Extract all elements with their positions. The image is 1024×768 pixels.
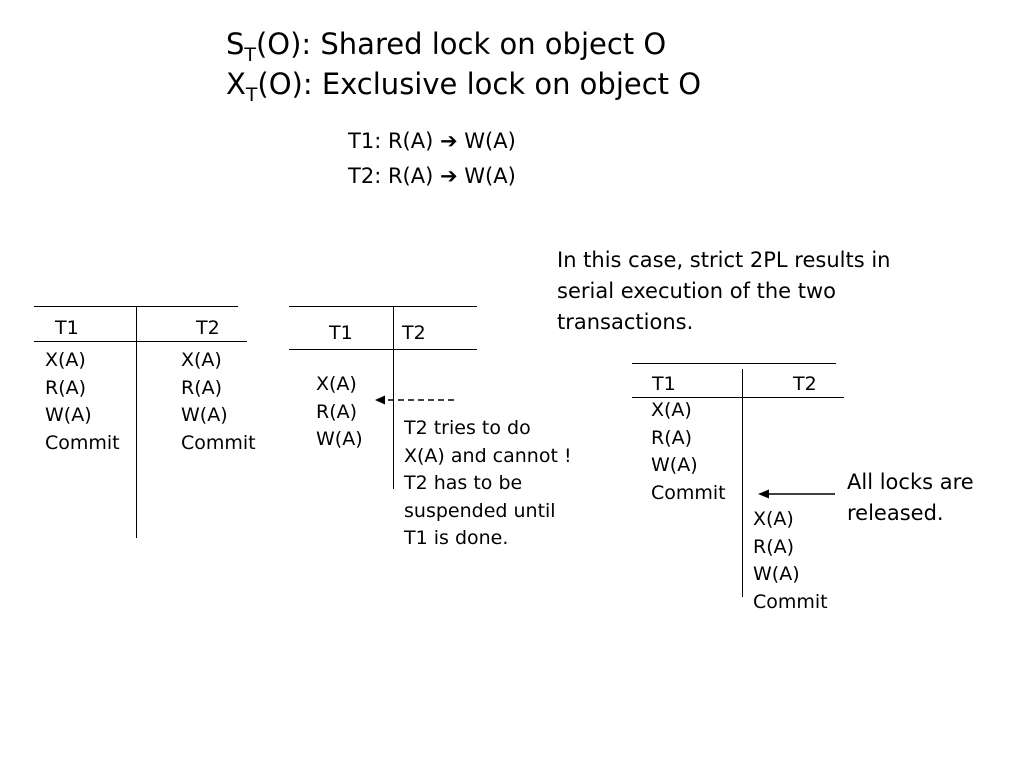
- schedule-3-column-divider: [742, 369, 743, 597]
- blocked-dashed-arrow-icon: [375, 395, 454, 405]
- schedule-2-header-t1: T1: [329, 322, 353, 344]
- schedule-3-col1-op: X(A): [651, 399, 692, 421]
- schedule-1-header-rule: [34, 341, 247, 342]
- exclusive-lock-subscript: T: [245, 84, 258, 106]
- explanation-line: In this case, strict 2PL results in: [557, 248, 891, 272]
- explanation-line: transactions.: [557, 310, 694, 334]
- schedule-3-header-rule: [632, 397, 844, 398]
- transaction-t2-sequence: T2: R(A) ➔ W(A): [348, 161, 516, 191]
- schedule-2-col1-op: X(A): [316, 373, 357, 395]
- schedule-2-col1-op: R(A): [316, 400, 358, 423]
- exclusive-lock-text: (O): Exclusive lock on object O: [257, 67, 702, 101]
- schedule-3-header-t2: T2: [793, 373, 817, 395]
- schedule-2-column-divider: [393, 306, 394, 489]
- t1-sequence-suffix: W(A): [457, 129, 516, 153]
- transaction-t1-sequence: T1: R(A) ➔ W(A): [348, 126, 516, 156]
- explanation-text: In this case, strict 2PL results in seri…: [557, 245, 890, 338]
- schedule-3-col1-op: R(A): [651, 426, 693, 449]
- schedule-3-note-line: All locks are: [847, 470, 974, 494]
- schedule-1-col2-op: Commit: [181, 431, 256, 454]
- release-arrow-icon: [758, 489, 835, 499]
- t2-sequence-prefix: T2: R(A): [348, 164, 434, 188]
- schedule-3-header-t1: T1: [652, 373, 676, 395]
- schedule-1-col2-op: R(A): [181, 376, 223, 399]
- schedule-1-col1-op: X(A): [45, 349, 86, 371]
- schedule-3-col1: X(A) R(A) W(A) Commit: [651, 397, 726, 507]
- schedule-1-header-t2: T2: [196, 317, 220, 339]
- t1-sequence-prefix: T1: R(A): [348, 129, 434, 153]
- schedule-1-col1: X(A) R(A) W(A) Commit: [45, 347, 120, 457]
- shared-lock-definition: ST(O): Shared lock on object O: [226, 24, 666, 69]
- schedule-2-note-line: T2 has to be: [404, 472, 523, 494]
- shared-lock-letter: S: [226, 27, 245, 61]
- schedule-2-note-line: T2 tries to do: [404, 417, 531, 439]
- schedule-3-col1-op: W(A): [651, 454, 698, 476]
- schedule-3-note-line: released.: [847, 501, 944, 525]
- shared-lock-text: (O): Shared lock on object O: [255, 27, 667, 61]
- schedule-1-col1-op: W(A): [45, 404, 92, 426]
- schedule-1-header-t1: T1: [55, 317, 79, 339]
- schedule-3-top-rule: [632, 363, 836, 364]
- schedule-2-header-rule: [289, 349, 477, 350]
- shared-lock-subscript: T: [244, 44, 256, 66]
- exclusive-lock-definition: XT(O): Exclusive lock on object O: [226, 64, 701, 109]
- schedule-3-release-note: All locks are released.: [847, 467, 974, 529]
- exclusive-lock-letter: X: [226, 67, 246, 101]
- schedule-2-blocked-note: T2 tries to do X(A) and cannot ! T2 has …: [404, 415, 572, 553]
- right-arrow-icon: ➔: [439, 129, 458, 153]
- schedule-3-col2: X(A) R(A) W(A) Commit: [753, 506, 828, 616]
- schedule-1-col1-op: Commit: [45, 431, 120, 454]
- right-arrow-icon: ➔: [439, 164, 458, 188]
- schedule-2-note-line: X(A) and cannot !: [404, 444, 572, 467]
- schedule-1-col2-op: X(A): [181, 349, 222, 371]
- schedule-1-column-divider: [136, 306, 137, 538]
- schedule-3-col2-op: W(A): [753, 563, 800, 585]
- schedule-3-col2-op: X(A): [753, 508, 794, 530]
- schedule-1-col1-op: R(A): [45, 376, 87, 399]
- explanation-line: serial execution of the two: [557, 279, 837, 303]
- schedule-3-col1-op: Commit: [651, 481, 726, 504]
- schedule-2-header-t2: T2: [402, 322, 426, 344]
- schedule-3-col2-op: Commit: [753, 590, 828, 613]
- schedule-2-note-line: T1 is done.: [404, 527, 509, 549]
- schedule-2-top-rule: [289, 306, 477, 307]
- t2-sequence-suffix: W(A): [457, 164, 516, 188]
- schedule-2-col1-op: W(A): [316, 428, 363, 450]
- schedule-1-col2: X(A) R(A) W(A) Commit: [181, 347, 256, 457]
- schedule-2-note-line: suspended until: [404, 499, 556, 522]
- schedule-1-col2-op: W(A): [181, 404, 228, 426]
- schedule-2-col1: X(A) R(A) W(A): [316, 371, 363, 454]
- schedule-3-col2-op: R(A): [753, 535, 795, 558]
